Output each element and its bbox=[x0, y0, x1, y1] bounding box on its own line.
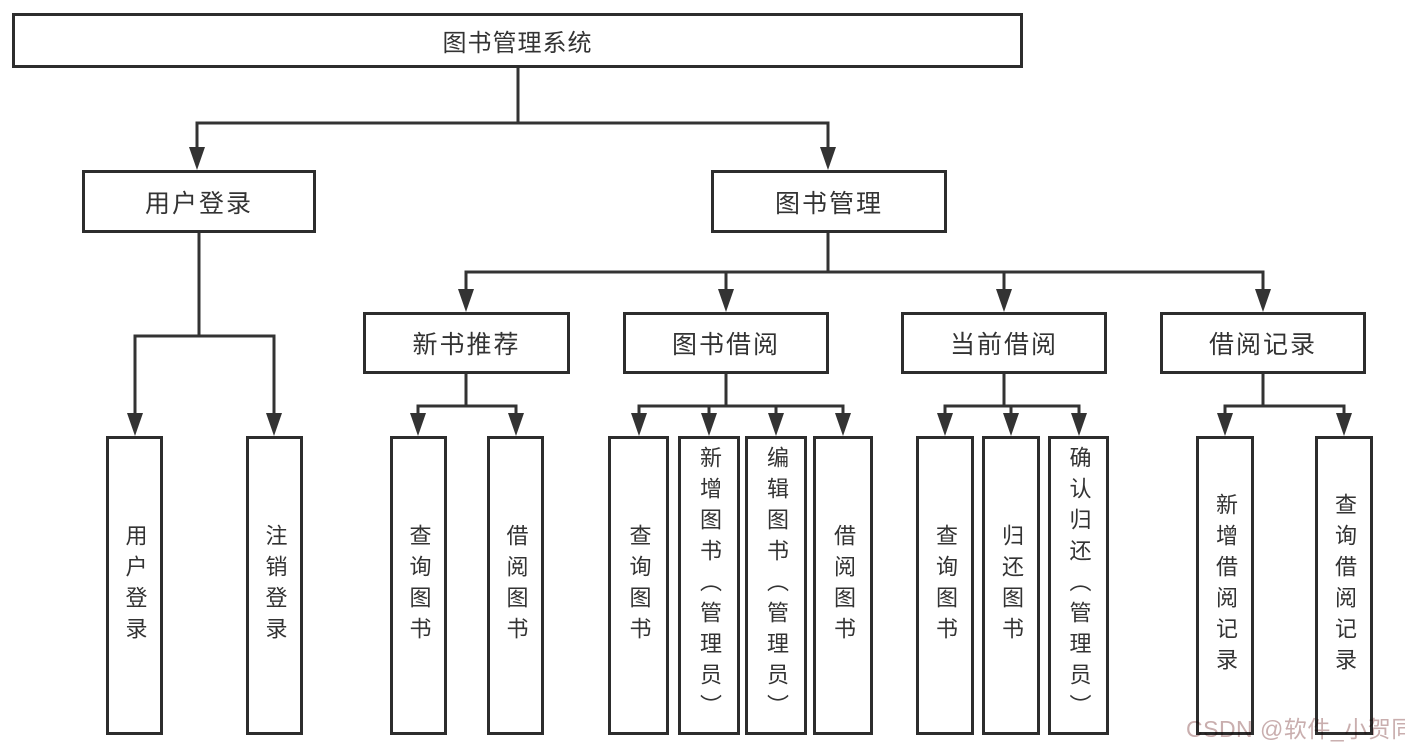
leaf-return-books-label: 归还图书 bbox=[999, 523, 1024, 648]
leaf-recommend-query-books-label: 查询图书 bbox=[406, 523, 432, 648]
leaf-borrowing-borrow-books: 借阅图书 bbox=[813, 436, 873, 735]
leaf-logout: 注销登录 bbox=[246, 436, 303, 735]
connector-bookborrow-to-leaves bbox=[631, 374, 851, 436]
leaf-edit-books-admin-label: 编辑图书（管理员） bbox=[764, 446, 789, 725]
node-current-borrowing-label: 当前借阅 bbox=[949, 331, 1058, 359]
connector-currentborrow-to-leaves bbox=[937, 374, 1087, 436]
leaf-recommend-borrow-books: 借阅图书 bbox=[487, 436, 544, 735]
leaf-logout-label: 注销登录 bbox=[262, 523, 288, 648]
node-root-library-system: 图书管理系统 bbox=[12, 13, 1023, 68]
node-book-borrowing-label: 图书借阅 bbox=[671, 331, 780, 359]
node-new-book-recommend: 新书推荐 bbox=[363, 312, 570, 374]
node-user-login-label: 用户登录 bbox=[144, 189, 253, 218]
connector-bookmgmt-to-level3 bbox=[458, 233, 1271, 312]
connector-borrowhistory-to-leaves bbox=[1217, 374, 1352, 436]
leaf-edit-books-admin: 编辑图书（管理员） bbox=[745, 436, 807, 735]
leaf-current-query-books-label: 查询图书 bbox=[933, 523, 958, 648]
leaf-add-borrow-record-label: 新增借阅记录 bbox=[1213, 492, 1238, 679]
connector-newbookrec-to-leaves bbox=[410, 374, 524, 436]
node-book-management-label: 图书管理 bbox=[774, 189, 883, 218]
connector-root-to-level2 bbox=[189, 68, 836, 170]
node-new-book-recommend-label: 新书推荐 bbox=[412, 331, 521, 359]
node-user-login: 用户登录 bbox=[82, 170, 316, 233]
node-root-label: 图书管理系统 bbox=[442, 30, 593, 57]
leaf-query-borrow-record: 查询借阅记录 bbox=[1315, 436, 1373, 735]
leaf-recommend-query-books: 查询图书 bbox=[390, 436, 447, 735]
csdn-watermark: CSDN @软件_小贺同学 bbox=[1186, 716, 1405, 742]
node-borrowing-records-label: 借阅记录 bbox=[1208, 331, 1317, 359]
leaf-add-borrow-record: 新增借阅记录 bbox=[1196, 436, 1254, 735]
leaf-confirm-return-admin-label: 确认归还（管理员） bbox=[1066, 446, 1092, 725]
node-book-borrowing: 图书借阅 bbox=[623, 312, 829, 374]
node-current-borrowing: 当前借阅 bbox=[901, 312, 1107, 374]
leaf-borrowing-borrow-books-label: 借阅图书 bbox=[831, 523, 856, 648]
leaf-borrowing-query-books: 查询图书 bbox=[608, 436, 669, 735]
leaf-recommend-borrow-books-label: 借阅图书 bbox=[503, 523, 529, 648]
node-borrowing-records: 借阅记录 bbox=[1160, 312, 1366, 374]
leaf-return-books: 归还图书 bbox=[982, 436, 1040, 735]
connector-userlogin-to-leaves bbox=[127, 233, 282, 436]
leaf-user-login: 用户登录 bbox=[106, 436, 163, 735]
leaf-add-books-admin: 新增图书（管理员） bbox=[678, 436, 740, 735]
leaf-add-books-admin-label: 新增图书（管理员） bbox=[697, 446, 722, 725]
leaf-confirm-return-admin: 确认归还（管理员） bbox=[1048, 436, 1109, 735]
node-book-management: 图书管理 bbox=[711, 170, 947, 233]
leaf-current-query-books: 查询图书 bbox=[916, 436, 974, 735]
leaf-borrowing-query-books-label: 查询图书 bbox=[626, 523, 652, 648]
leaf-query-borrow-record-label: 查询借阅记录 bbox=[1332, 492, 1357, 679]
leaf-user-login-label: 用户登录 bbox=[122, 523, 148, 648]
